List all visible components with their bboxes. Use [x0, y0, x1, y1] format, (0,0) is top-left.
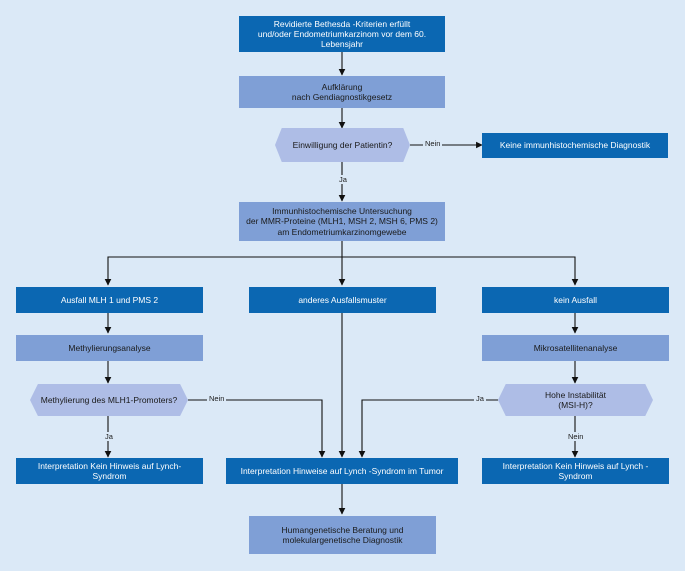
node-methylierungsanalyse: Methylierungsanalyse — [16, 335, 203, 361]
node-mikrosatellitenanalyse: Mikrosatellitenanalyse — [482, 335, 669, 361]
label-instabilitaet-nein: Nein — [566, 432, 586, 441]
label-instabilitaet-ja: Ja — [474, 394, 486, 403]
edge-frage-nein-center — [188, 399, 326, 458]
node-ihc: Immunhistochemische Untersuchung der MMR… — [239, 202, 445, 241]
edge-junction-left — [104, 256, 342, 286]
edge-instab-ja-center — [358, 399, 498, 458]
node-interpretation-left: Interpretation Kein Hinweis auf Lynch- S… — [16, 458, 203, 484]
node-keine-ihc: Keine immunhistochemische Diagnostik — [482, 133, 668, 158]
node-beratung: Humangenetische Beratung und molekularge… — [249, 516, 436, 554]
label-methylierung-ja: Ja — [103, 432, 115, 441]
node-interpretation-center: Interpretation Hinweise auf Lynch -Syndr… — [226, 458, 458, 484]
label-methylierung-nein: Nein — [207, 394, 227, 403]
node-interpretation-right: Interpretation Kein Hinweis auf Lynch -S… — [482, 458, 669, 484]
node-aufklaerung: Aufklärung nach Gendiagnostikgesetz — [239, 76, 445, 108]
label-einwilligung-nein: Nein — [423, 139, 443, 148]
node-methylierung-decision: Methylierung des MLH1-Promoters? — [30, 384, 188, 416]
node-einwilligung-decision: Einwilligung der Patientin? — [275, 128, 410, 162]
node-anderes-muster: anderes Ausfallsmuster — [249, 287, 436, 313]
node-kein-ausfall: kein Ausfall — [482, 287, 669, 313]
node-ausfall-mlh1: Ausfall MLH 1 und PMS 2 — [16, 287, 203, 313]
node-instabilitaet-decision: Hohe Instabilität (MSI-H)? — [498, 384, 653, 416]
edge-junction-right — [342, 256, 579, 286]
node-start: Revidierte Bethesda -Kriterien erfüllt u… — [239, 16, 445, 52]
label-einwilligung-ja: Ja — [337, 175, 349, 184]
